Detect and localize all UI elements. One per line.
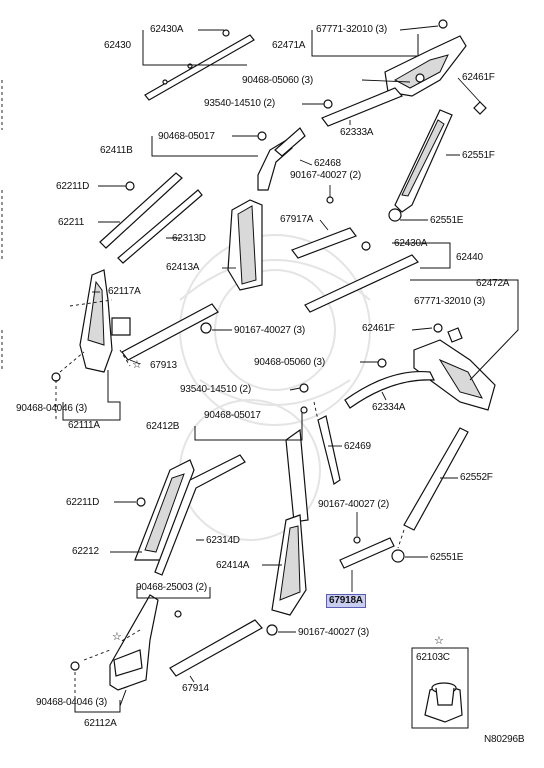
lead-62552F — [405, 477, 458, 558]
lead-67918A — [351, 512, 358, 592]
label-62111A: 62111A — [68, 420, 100, 431]
label-62440: 62440 — [456, 252, 483, 263]
label-62552F: 62552F — [460, 472, 493, 483]
label-62212: 62212 — [72, 546, 99, 557]
label-90167-40027-mid: 90167-40027 (3) — [234, 325, 305, 336]
dash-62111A — [55, 299, 131, 420]
label-90167-40027-top: 90167-40027 (2) — [290, 170, 361, 181]
label-67914: 67914 — [182, 683, 209, 694]
label-90468-05060-top: 90468-05060 (3) — [242, 75, 313, 86]
label-62211D-bot: 62211D — [66, 497, 100, 508]
label-62430A: 62430A — [150, 24, 184, 35]
lead-67917A — [319, 185, 331, 231]
label-93540-14510-top: 93540-14510 (2) — [204, 98, 275, 109]
part-67918A-bar — [339, 536, 395, 569]
part-62103C-box — [411, 647, 469, 729]
label-62334A: 62334A — [372, 402, 406, 413]
label-62461F-top: 62461F — [462, 72, 495, 83]
part-62413A-pillar — [227, 199, 263, 291]
part-62333A-channel — [321, 87, 404, 127]
dash-62552F — [397, 529, 405, 549]
part-62334A-strip — [299, 358, 435, 409]
label-67917A: 67917A — [280, 214, 314, 225]
lead-62212 — [110, 501, 204, 553]
star-icon: ☆ — [112, 631, 122, 643]
bracket-62111A — [62, 370, 121, 421]
label-90468-04046-bot: 90468-04046 (3) — [36, 697, 107, 708]
label-90468-25003: 90468-25003 (2) — [136, 582, 207, 593]
part-62468-lining — [257, 127, 306, 191]
label-67771-32010-mid: 67771-32010 (3) — [414, 296, 485, 307]
label-62551E-bot: 62551E — [430, 552, 464, 563]
label-62211D-top: 62211D — [56, 181, 90, 192]
bracket-62411B — [151, 136, 258, 157]
label-67913: 67913 — [150, 360, 177, 371]
label-90468-04046-top: 90468-04046 (3) — [16, 403, 87, 414]
label-62472A: 62472A — [476, 278, 510, 289]
lead-62472A — [360, 327, 433, 363]
lead-62333A — [302, 103, 351, 125]
lead-67913 — [129, 329, 232, 365]
label-62430: 62430 — [104, 40, 131, 51]
label-90167-40027-bot2: 90167-40027 (2) — [318, 499, 389, 510]
label-67918A-highlighted[interactable]: 67918A — [326, 594, 366, 608]
label-90468-05017-mid: 90468-05017 — [204, 410, 261, 421]
label-90167-40027-bot3: 90167-40027 (3) — [298, 627, 369, 638]
diagram-reference-code: N80296B — [484, 734, 525, 745]
lead-67914 — [189, 631, 296, 683]
bracket-62472A — [410, 279, 519, 381]
label-62313D: 62313D — [172, 233, 206, 244]
part-62212-strip — [134, 454, 246, 576]
bracket-62412B — [194, 412, 303, 441]
dash-62112A — [74, 629, 141, 700]
part-62551F-pillar — [388, 109, 453, 222]
label-62413A: 62413A — [166, 262, 200, 273]
label-62211: 62211 — [58, 217, 85, 228]
label-62412B: 62412B — [146, 421, 180, 432]
part-67914-bar — [169, 619, 278, 677]
watermark — [179, 234, 371, 541]
label-62333A: 62333A — [340, 127, 374, 138]
part-62552F-pillar — [391, 427, 469, 563]
bracket-62112A — [74, 587, 211, 713]
part-62440-strip — [304, 241, 419, 313]
label-62103C: 62103C — [416, 652, 450, 663]
star-icon: ☆ — [132, 359, 142, 371]
part-62414A-pillar — [271, 514, 307, 616]
label-62117A: 62117A — [108, 286, 141, 297]
bracket-62471A — [311, 30, 419, 57]
label-62314D: 62314D — [206, 535, 240, 546]
bracket-62440 — [392, 242, 451, 269]
label-62461F-mid: 62461F — [362, 323, 395, 334]
part-62471A-panel — [384, 19, 487, 115]
lead-62334A — [289, 387, 387, 401]
part-62211-strip — [99, 172, 203, 264]
bracket-62430 — [142, 30, 247, 66]
part-62430A-top-strip — [144, 29, 255, 101]
label-62468: 62468 — [314, 158, 341, 169]
label-62430A-mid: 62430A — [394, 238, 428, 249]
label-62551F: 62551F — [462, 150, 495, 161]
lead-62468 — [232, 135, 313, 166]
label-90468-05060-mid: 90468-05060 (3) — [254, 357, 325, 368]
label-93540-14510-mid: 93540-14510 (2) — [180, 384, 251, 395]
lead-62551F — [400, 154, 460, 221]
part-62111A-pillar — [51, 269, 131, 382]
label-67771-32010-top: 67771-32010 (3) — [316, 24, 387, 35]
part-67913-bar — [121, 303, 219, 361]
label-62112A: 62112A — [84, 718, 117, 729]
label-62414A: 62414A — [216, 560, 250, 571]
label-62551E-top: 62551E — [430, 215, 464, 226]
part-62469-lining — [285, 406, 341, 523]
label-90468-05017-top: 90468-05017 — [158, 131, 215, 142]
lead-62471A — [361, 25, 481, 103]
label-62469: 62469 — [344, 441, 371, 452]
lead-62211 — [98, 185, 180, 239]
part-62112A-pillar — [70, 594, 182, 691]
label-62471A: 62471A — [272, 40, 306, 51]
star-icon: ☆ — [434, 635, 444, 647]
label-62411B: 62411B — [100, 145, 133, 156]
